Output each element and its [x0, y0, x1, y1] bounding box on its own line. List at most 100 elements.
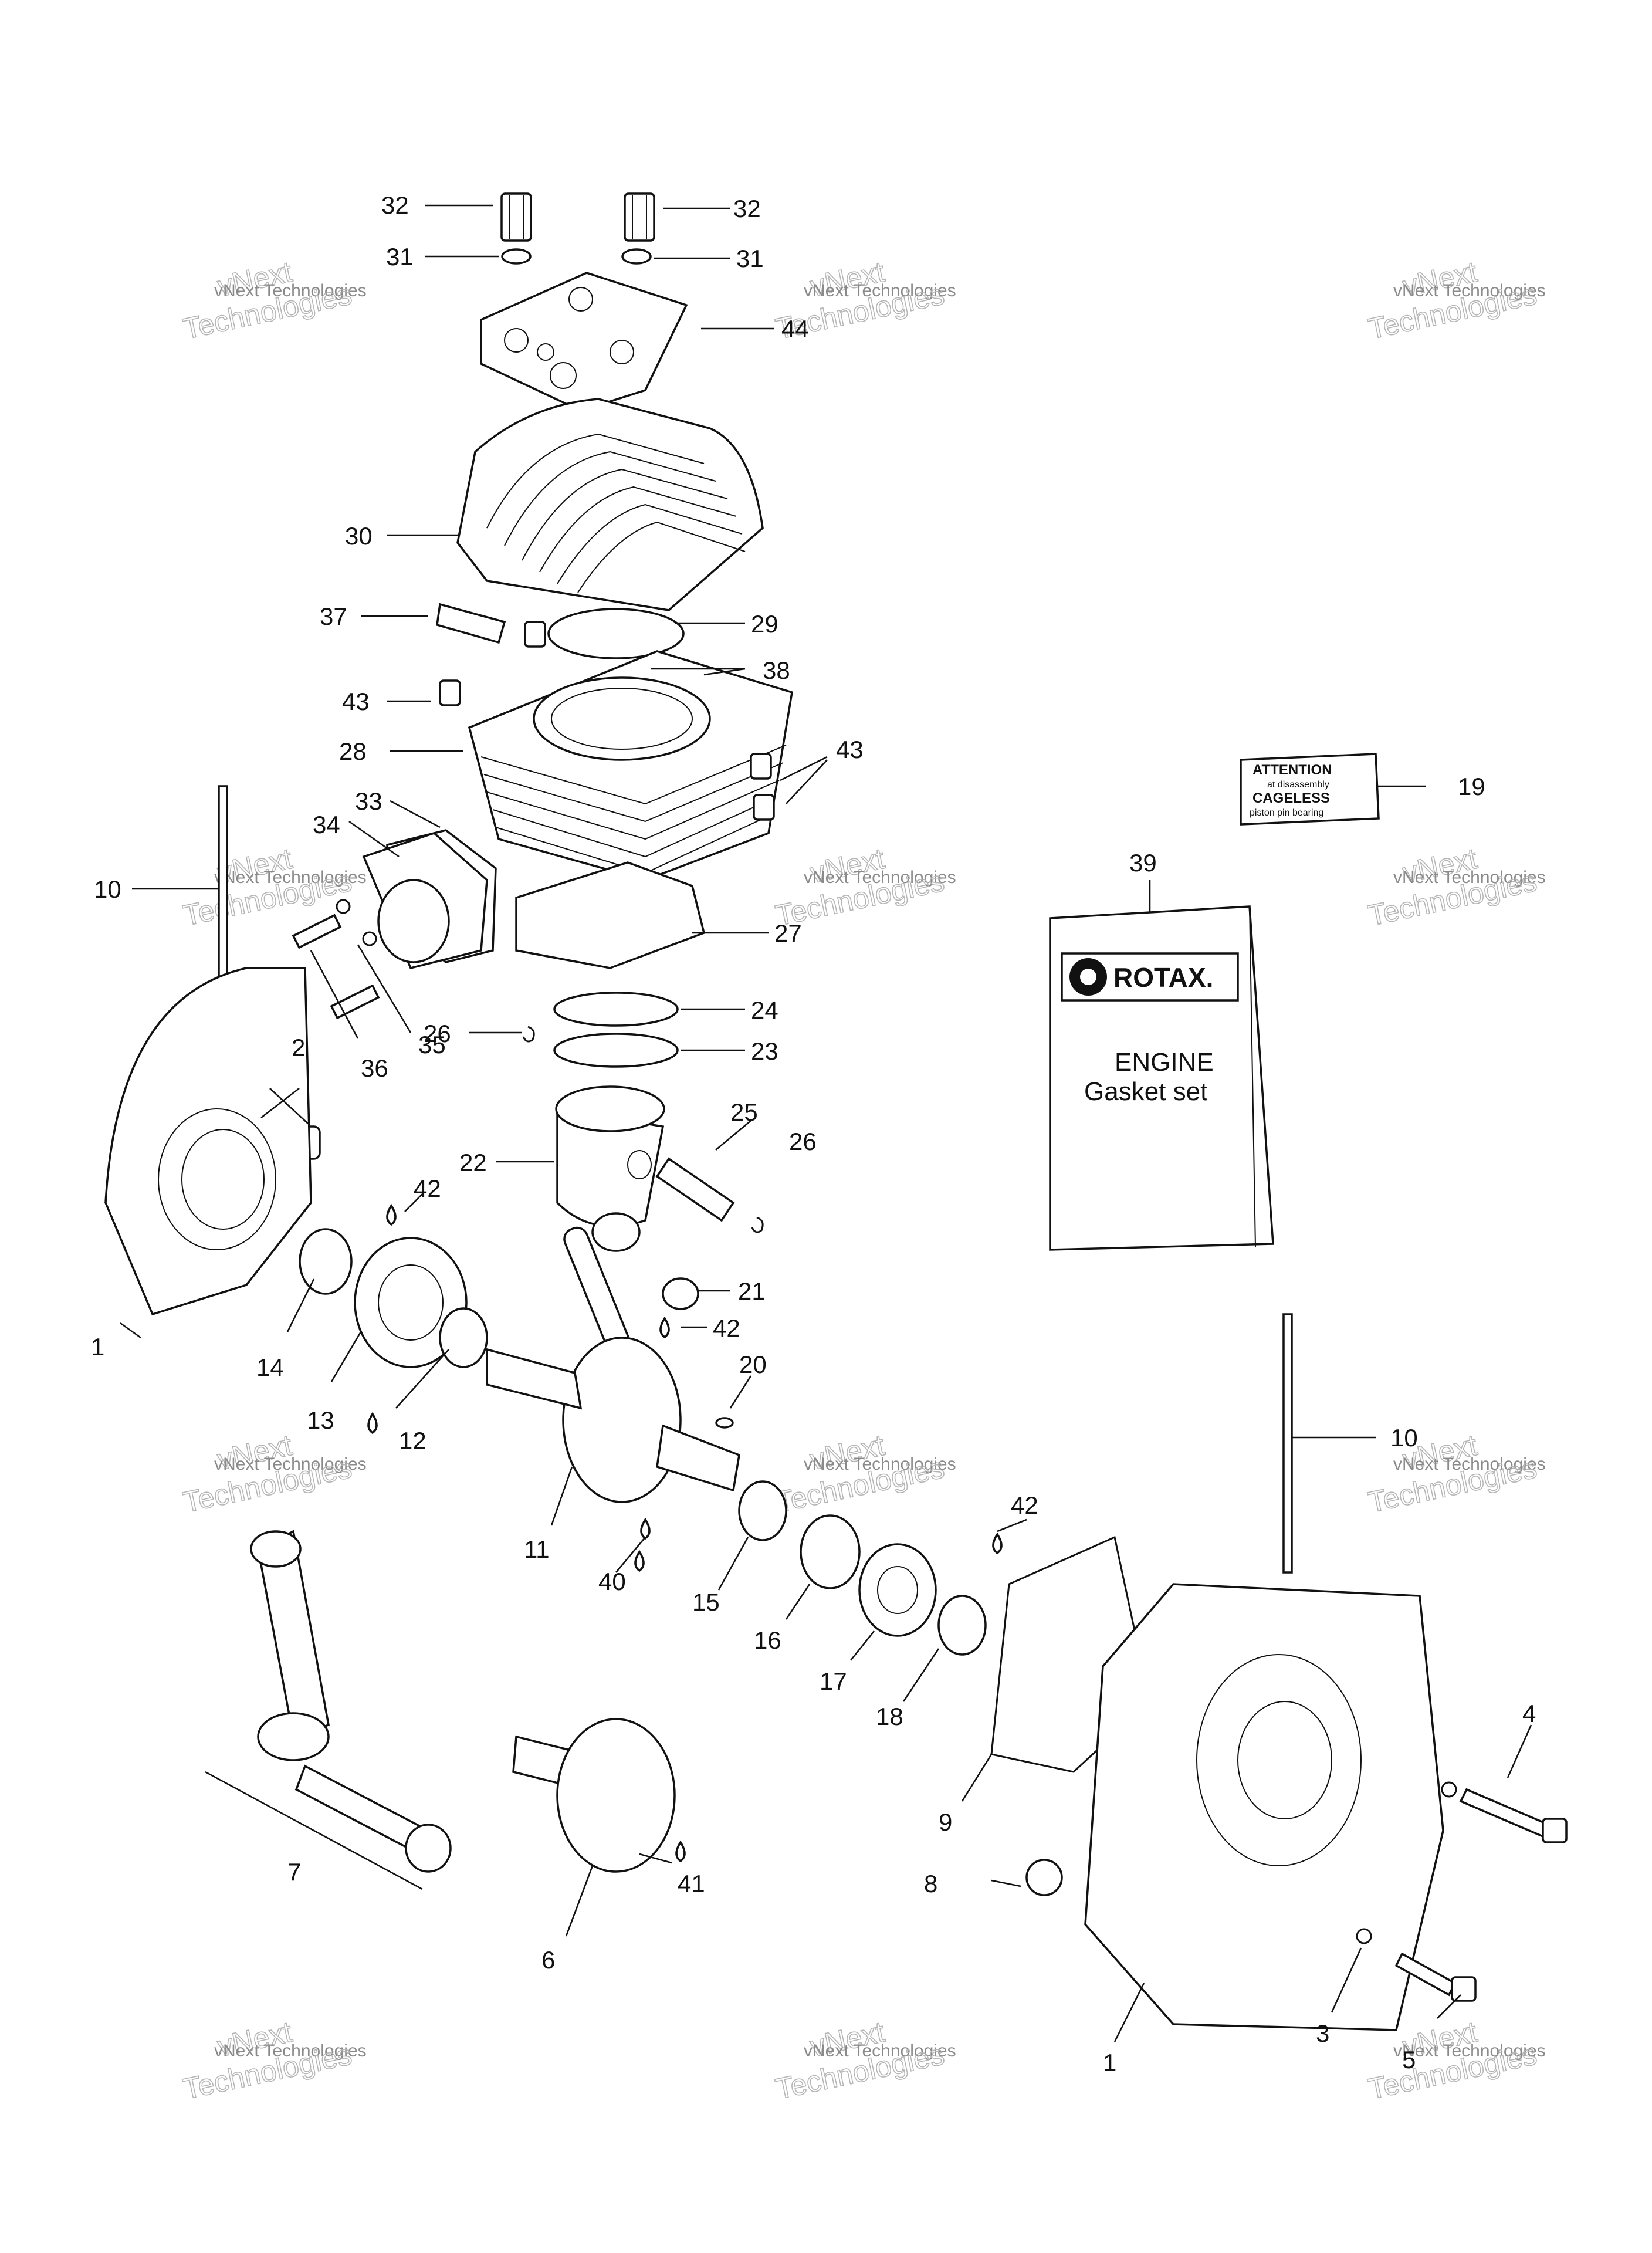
callout: 41 — [678, 1870, 705, 1897]
callout: 17 — [820, 1667, 847, 1695]
crank-half-6 — [512, 1718, 676, 1873]
crankshaft-11 — [486, 1212, 740, 1503]
callout: 19 — [1458, 773, 1485, 800]
callout: 3 — [1316, 2019, 1329, 2047]
callout: 2 — [292, 1034, 305, 1061]
watermark: vNext vNext Technologies Technologies — [772, 1428, 956, 1519]
kit-brand: ROTAX. — [1113, 962, 1213, 993]
watermark: vNext vNext Technologies Technologies — [1365, 2015, 1545, 2106]
decal-line4: piston pin bearing — [1250, 808, 1323, 818]
piston-pin-25 — [655, 1157, 735, 1222]
piston-22 — [555, 1085, 665, 1227]
washer-31-left — [501, 248, 532, 265]
watermark: vNext vNext Technologies Technologies — [180, 1428, 366, 1519]
callout: 39 — [1129, 849, 1157, 877]
piston-ring-23 — [553, 1033, 679, 1068]
ring-15 — [738, 1480, 787, 1541]
callout: 32 — [733, 195, 761, 222]
callout: 1 — [91, 1333, 104, 1361]
nut-32-right — [624, 192, 655, 242]
callout: 42 — [414, 1175, 441, 1202]
ball-bearing-13 — [354, 1237, 468, 1368]
callout: 32 — [381, 191, 409, 219]
bearing-17 — [858, 1543, 937, 1637]
callout: 31 — [736, 245, 764, 272]
callout-labels: 32 32 31 31 44 30 37 29 38 43 28 43 33 3… — [91, 191, 1536, 2076]
cylinder-head-30 — [456, 398, 764, 611]
head-gasket-44 — [480, 272, 688, 412]
callout: 15 — [692, 1588, 720, 1616]
watermark: vNext vNext Technologies Technologies — [772, 841, 956, 932]
svg-text:vNext Technologies: vNext Technologies — [1393, 281, 1546, 300]
callout: 37 — [320, 603, 347, 630]
washer-3-b — [1356, 1928, 1372, 1944]
callout: 7 — [287, 1858, 301, 1886]
key-20 — [715, 1417, 734, 1429]
washer-3-a — [1441, 1781, 1457, 1798]
watermark: vNext vNext Technologies Technologies — [772, 2015, 956, 2106]
o-ring-29 — [547, 608, 685, 659]
attention-decal-19: ATTENTION at disassembly CAGELESS piston… — [1240, 753, 1380, 826]
damper-43-c — [750, 753, 772, 780]
bolt-5 — [1394, 1952, 1457, 1997]
washer-35-b — [362, 931, 377, 946]
callout: 36 — [361, 1054, 388, 1082]
damper-43-b — [439, 679, 461, 706]
watermark: vNext vNext Technologies Technologies — [772, 255, 956, 346]
svg-text:vNext Technologies: vNext Technologies — [1393, 1454, 1546, 1474]
oil-seal-18 — [937, 1595, 987, 1656]
kit-title: ENGINE — [1115, 1048, 1214, 1077]
callout: 33 — [355, 787, 382, 815]
decal-line1: ATTENTION — [1252, 762, 1332, 778]
callout: 30 — [345, 522, 373, 550]
svg-text:vNext Technologies: vNext Technologies — [1393, 868, 1546, 887]
callout: 31 — [386, 243, 414, 270]
washer-31-right — [621, 248, 652, 265]
callout: 5 — [1402, 2046, 1416, 2073]
base-gasket-27 — [515, 861, 706, 969]
svg-text:vNext Technologies: vNext Technologies — [804, 1454, 956, 1474]
callout: 10 — [94, 875, 121, 903]
callout: 29 — [751, 610, 778, 638]
callout: 9 — [939, 1808, 952, 1836]
circlip-26-a — [522, 1026, 535, 1043]
cylinder-28 — [468, 650, 793, 881]
callout: 20 — [739, 1351, 767, 1378]
decal-line3: CAGELESS — [1252, 790, 1330, 806]
plug-8 — [1025, 1859, 1063, 1896]
callout: 11 — [524, 1535, 550, 1563]
crankcase-1-right — [1084, 1583, 1444, 2031]
callout: 34 — [313, 811, 340, 838]
lubricant-drop-42-c — [992, 1532, 1003, 1555]
rotary-valve-cover-34 — [362, 832, 488, 970]
callout: 42 — [1011, 1491, 1038, 1519]
callout: 24 — [751, 996, 778, 1024]
callout: 13 — [307, 1406, 334, 1434]
callout: 14 — [256, 1354, 284, 1381]
callout: 28 — [339, 738, 367, 765]
bolt-4 — [1459, 1788, 1551, 1838]
callout: 38 — [763, 657, 790, 684]
callout: 16 — [754, 1626, 781, 1654]
needle-bearing-21 — [662, 1277, 699, 1310]
callout: 12 — [399, 1427, 426, 1454]
leader-lines — [120, 204, 1532, 2042]
gasket-set-kit-39: ROTAX. ENGINE Gasket set — [1049, 905, 1274, 1251]
callout: 43 — [836, 736, 864, 763]
callout: 8 — [924, 1870, 937, 1897]
rotax-logo-icon — [1069, 958, 1107, 996]
oil-seal-14 — [299, 1228, 353, 1295]
key-37 — [436, 603, 506, 644]
crankcase-1-left — [104, 967, 312, 1316]
svg-text:vNext Technologies: vNext Technologies — [804, 868, 956, 887]
stud-10-right — [1282, 1313, 1293, 1574]
watermark: vNext vNext Technologies Technologies — [180, 841, 366, 932]
circlip-26-b — [751, 1216, 764, 1233]
spring-16 — [800, 1514, 861, 1589]
callout: 40 — [598, 1568, 626, 1595]
lubricant-drop-41 — [675, 1840, 686, 1863]
callout: 22 — [459, 1149, 487, 1176]
piston-ring-24 — [553, 992, 679, 1027]
watermark: vNext vNext Technologies Technologies — [180, 255, 366, 346]
